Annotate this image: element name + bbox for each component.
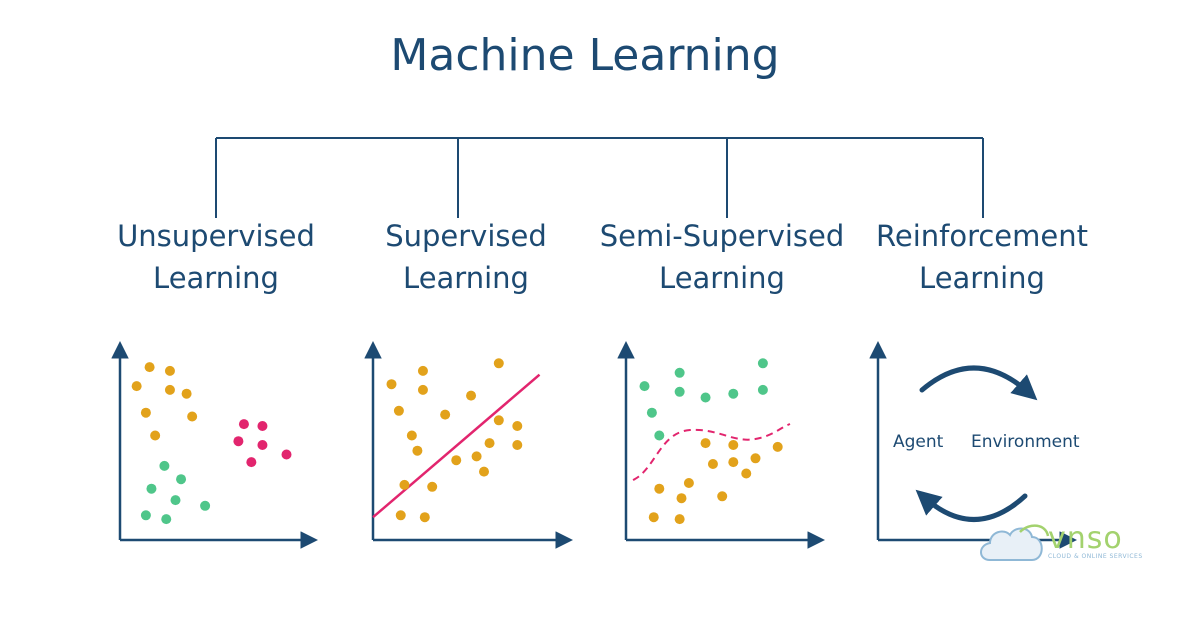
agent-label: Agent	[893, 432, 944, 452]
category-line2: Learning	[153, 261, 279, 295]
unsupervised-yellow-point	[187, 411, 198, 422]
unsupervised-yellow-point	[164, 384, 175, 395]
supervised-yellow-point	[393, 405, 404, 416]
data-points	[131, 358, 783, 525]
supervised-yellow-point	[419, 512, 430, 523]
unsupervised-yellow-point	[164, 365, 175, 376]
unsupervised-green-point	[146, 483, 157, 494]
unsupervised-yellow-point	[144, 362, 155, 373]
semi-supervised-green-point	[700, 392, 711, 403]
environment-label: Environment	[971, 432, 1080, 452]
unsupervised-pink-point	[238, 419, 249, 430]
supervised-yellow-point	[386, 379, 397, 390]
semi-supervised-yellow-point	[674, 514, 685, 525]
supervised-yellow-point	[399, 479, 410, 490]
regression-line	[372, 373, 541, 519]
supervised-yellow-point	[493, 358, 504, 369]
supervised-yellow-point	[395, 510, 406, 521]
unsupervised-pink-point	[246, 457, 257, 468]
supervised-yellow-point	[417, 365, 428, 376]
unsupervised-yellow-point	[140, 407, 151, 418]
category-line1: Semi-Supervised	[599, 219, 845, 253]
supervised-yellow-point	[471, 451, 482, 462]
semi-supervised-green-point	[757, 384, 768, 395]
diagram-title: Machine Learning	[390, 30, 780, 81]
semi-supervised-green-point	[728, 388, 739, 399]
cycle-arrow-bottom	[915, 489, 1028, 522]
semi-supervised-green-point	[639, 381, 650, 392]
semi-supervised-green-point	[674, 386, 685, 397]
semi-supervised-green-point	[646, 407, 657, 418]
unsupervised-yellow-point	[131, 381, 142, 392]
cloud-logo-icon	[980, 524, 1050, 561]
category-line1: Unsupervised	[117, 219, 315, 253]
supervised-yellow-point	[493, 415, 504, 426]
category-unsupervised: Unsupervised Learning	[66, 215, 366, 299]
supervised-yellow-point	[484, 438, 495, 449]
unsupervised-pink-point	[257, 440, 268, 450]
category-reinforcement: Reinforcement Learning	[832, 215, 1132, 299]
category-line2: Learning	[919, 261, 1045, 295]
semi-supervised-green-point	[757, 358, 768, 369]
category-line2: Learning	[659, 261, 785, 295]
unsupervised-green-point	[161, 514, 172, 525]
supervised-yellow-point	[406, 430, 417, 441]
semi-supervised-yellow-point	[683, 478, 694, 488]
semi-supervised-yellow-point	[728, 440, 739, 450]
unsupervised-green-point	[176, 474, 187, 485]
supervised-yellow-point	[417, 384, 428, 395]
supervised-yellow-point	[479, 466, 489, 477]
supervised-yellow-point	[440, 409, 451, 420]
supervised-yellow-point	[466, 390, 477, 401]
category-line1: Reinforcement	[876, 219, 1088, 253]
unsupervised-yellow-point	[150, 430, 161, 441]
supervised-yellow-point	[512, 440, 523, 450]
semi-supervised-yellow-point	[717, 491, 728, 502]
cycle-arrow-top	[919, 365, 1038, 401]
semi-supervised-yellow-point	[728, 457, 739, 468]
unsupervised-green-point	[170, 495, 181, 506]
semi-supervised-yellow-point	[772, 441, 783, 452]
semi-supervised-green-point	[654, 430, 665, 441]
semi-supervised-yellow-point	[648, 512, 659, 523]
semi-supervised-yellow-point	[676, 493, 687, 504]
unsupervised-pink-point	[233, 436, 244, 447]
semi-supervised-yellow-point	[707, 459, 718, 469]
unsupervised-green-point	[159, 460, 170, 471]
semi-supervised-yellow-point	[700, 438, 711, 449]
semi-supervised-green-point	[674, 367, 685, 378]
supervised-yellow-point	[427, 481, 438, 492]
logo-name: vnso	[1048, 521, 1123, 556]
semi-supervised-yellow-point	[654, 483, 665, 494]
semi-supervised-yellow-point	[741, 468, 752, 479]
supervised-yellow-point	[451, 455, 462, 466]
supervised-yellow-point	[412, 445, 423, 456]
unsupervised-green-point	[200, 500, 211, 511]
unsupervised-green-point	[140, 510, 151, 521]
unsupervised-pink-point	[257, 421, 268, 431]
unsupervised-yellow-point	[181, 388, 192, 399]
category-supervised: Supervised Learning	[316, 215, 616, 299]
logo-tagline: CLOUD & ONLINE SERVICES	[1048, 553, 1143, 560]
semi-supervised-yellow-point	[750, 453, 761, 464]
supervised-yellow-point	[512, 421, 523, 431]
category-semi-supervised: Semi-Supervised Learning	[572, 215, 872, 299]
unsupervised-pink-point	[281, 449, 292, 460]
category-line2: Learning	[403, 261, 529, 295]
category-line1: Supervised	[385, 219, 547, 253]
